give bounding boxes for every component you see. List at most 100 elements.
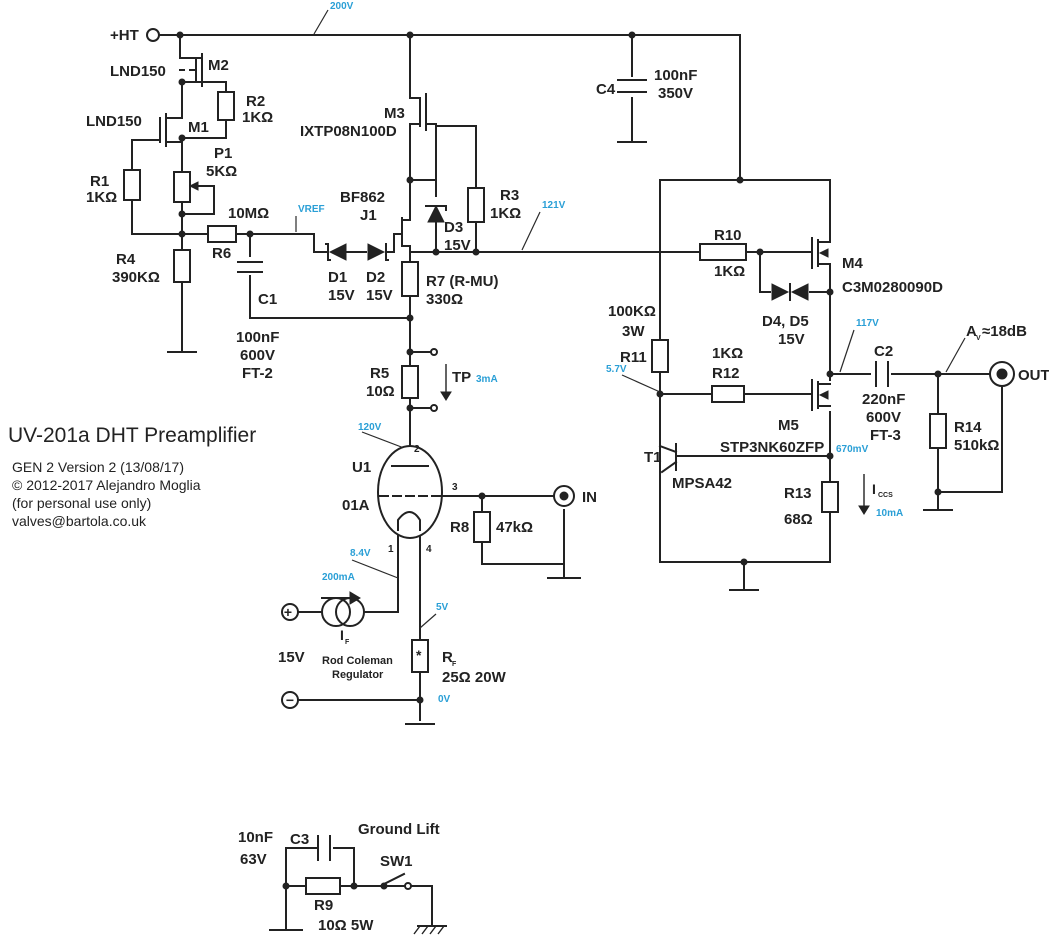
r2-value: 1KΩ [242, 109, 273, 126]
d2-zener-icon [367, 243, 389, 261]
rf-value: 25Ω 20W [442, 669, 507, 686]
m3-mosfet-icon [409, 93, 427, 131]
r14-value: 510kΩ [954, 437, 999, 454]
iccs-name: I [872, 481, 876, 497]
r4-name: R4 [116, 251, 136, 268]
if-sub: F [345, 639, 350, 646]
minus-label: − [286, 692, 294, 708]
info-line-2: © 2012-2017 Alejandro Moglia [12, 477, 201, 493]
gain-pre: A [966, 323, 977, 340]
info-line-1: GEN 2 Version 2 (13/08/17) [12, 459, 184, 475]
tp-current: 3mA [476, 374, 498, 385]
ht-voltage-label: 200V [330, 1, 354, 12]
r13-resistor-icon [821, 481, 839, 513]
fil-current: 200mA [322, 572, 355, 583]
u1-pin2: 2 [414, 444, 420, 455]
current-source-icon [321, 591, 365, 627]
p1-name: P1 [214, 145, 232, 162]
if-name: I [340, 627, 344, 643]
m3-name: M3 [384, 105, 405, 122]
c3-capacitor-icon [317, 835, 331, 861]
m5-mosfet-icon [811, 379, 831, 411]
c2-value: 220nF [862, 391, 905, 408]
d1-name: D1 [328, 269, 347, 286]
d2-name: D2 [366, 269, 385, 286]
in-jack-icon [553, 485, 575, 507]
iccs-sub: CCS [878, 492, 893, 499]
r4-resistor-icon [173, 249, 191, 283]
rf-sub: F [452, 661, 457, 668]
c1-name: C1 [258, 291, 277, 308]
r8-value: 47kΩ [496, 519, 533, 536]
r7-name: R7 (R-MU) [426, 273, 499, 290]
c1-rating: 600V [240, 347, 275, 364]
m4-value: C3M0280090D [842, 279, 943, 296]
m1-mosfet-icon [159, 113, 183, 147]
v120-label: 120V [358, 422, 382, 433]
r5-name: R5 [370, 365, 389, 382]
labels: +HT 200V LND150 M2 R2 1KΩ LND150 M1 P1 5… [8, 1, 1049, 934]
r9-value: 10Ω 5W [318, 917, 374, 934]
r6-resistor-icon [207, 225, 237, 243]
iccs-arrow-icon [858, 474, 870, 515]
r3-name: R3 [500, 187, 519, 204]
m4-name: M4 [842, 255, 863, 272]
r8-resistor-icon [473, 511, 491, 543]
r10-name: R10 [714, 227, 742, 244]
t1-transistor-icon [658, 443, 678, 474]
reg-line1: Rod Coleman [322, 655, 393, 667]
r10-value: 1KΩ [714, 263, 745, 280]
d3-zener-icon [425, 204, 447, 223]
d1-value: 15V [328, 287, 355, 304]
tp-name: TP [452, 369, 471, 386]
r5-resistor-icon [401, 365, 419, 399]
r9-resistor-icon [305, 877, 341, 895]
info-line-3: (for personal use only) [12, 495, 151, 511]
m5-name: M5 [778, 417, 799, 434]
r13-value: 68Ω [784, 511, 813, 528]
m2-mosfet-icon [179, 53, 203, 87]
r14-resistor-icon [929, 413, 947, 449]
c2-name: C2 [874, 343, 893, 360]
r13-name: R13 [784, 485, 812, 502]
u1-tube-icon [377, 445, 443, 539]
v57-label: 5.7V [606, 364, 627, 375]
in-label: IN [582, 489, 597, 506]
d3-value: 15V [444, 237, 471, 254]
v670-label: 670mV [836, 444, 869, 455]
c1-value: 100nF [236, 329, 279, 346]
reg-line2: Regulator [332, 669, 384, 681]
ht-terminal-icon [146, 28, 160, 42]
sw1-name: SW1 [380, 853, 413, 870]
r4-value: 390KΩ [112, 269, 160, 286]
v117-label: 117V [856, 318, 879, 329]
m2-value: LND150 [110, 63, 166, 80]
page-title: UV-201a DHT Preamplifier [8, 424, 256, 447]
m1-value: LND150 [86, 113, 142, 130]
m1-name: M1 [188, 119, 209, 136]
c1-capacitor-icon [237, 261, 263, 273]
r14-name: R14 [954, 419, 982, 436]
v121-label: 121V [542, 200, 566, 211]
out-label: OUT [1018, 367, 1049, 384]
r11-resistor-icon [651, 339, 669, 373]
m5-value: STP3NK60ZFP [720, 439, 824, 456]
p1-potentiometer-icon [173, 171, 199, 203]
vref-label: VREF [298, 204, 325, 215]
j1-jfet-icon [393, 217, 411, 247]
r11-power: 3W [622, 323, 645, 340]
c4-name: C4 [596, 81, 616, 98]
gain-sub: V [976, 335, 981, 342]
rf-mark: * [416, 647, 422, 663]
info-line-4: valves@bartola.co.uk [12, 513, 147, 529]
j1-value: BF862 [340, 189, 385, 206]
u1-pin1: 1 [388, 544, 394, 555]
r5-value: 10Ω [366, 383, 395, 400]
c4-rating: 350V [658, 85, 693, 102]
sw1-label: Ground Lift [358, 821, 440, 838]
d2-value: 15V [366, 287, 393, 304]
r3-resistor-icon [467, 187, 485, 223]
v5-label: 5V [436, 602, 449, 613]
